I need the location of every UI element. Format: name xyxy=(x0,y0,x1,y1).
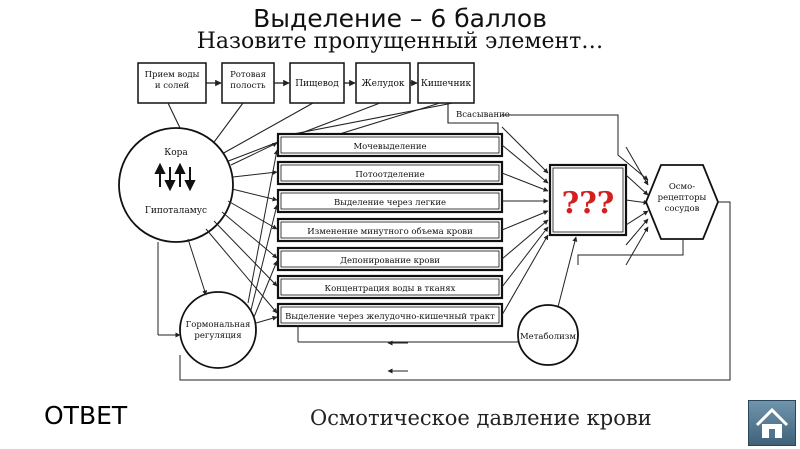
slide-title: Выделение – 6 баллов xyxy=(253,4,547,33)
answer-text: Осмотическое давление крови xyxy=(310,406,652,430)
unknown-element-box xyxy=(548,163,628,237)
top-box-esophagus xyxy=(289,62,345,104)
metabolism-label: Метаболизм xyxy=(520,331,576,342)
osmoreceptors-hexagon xyxy=(645,164,719,240)
top-box-intake xyxy=(137,62,207,104)
top-box-intestine xyxy=(417,62,475,104)
process-minute-volume: Изменение минутного объема крови xyxy=(307,226,473,237)
home-icon xyxy=(755,407,789,438)
process-urination: Мочевыделение xyxy=(353,142,426,152)
brain-arrows-icon xyxy=(154,162,196,192)
brain-circle xyxy=(118,127,234,243)
top-box-stomach-label: Желудок xyxy=(361,79,404,89)
home-button[interactable] xyxy=(748,400,796,446)
unknown-element-label: ??? xyxy=(562,186,615,221)
hormonal-circle xyxy=(179,291,257,369)
top-box-esophagus-label: Пищевод xyxy=(295,79,339,89)
top-box-mouth xyxy=(221,62,275,104)
process-tissue-water: Концентрация воды в тканях xyxy=(325,284,456,294)
process-sweating: Потоотделение xyxy=(355,170,424,180)
brain-cortex-label: Кора xyxy=(164,148,188,158)
top-box-intestine-label: Кишечник xyxy=(421,79,472,89)
brain-hypothalamus-label: Гипоталамус xyxy=(145,206,207,216)
process-list: Мочевыделение Потоотделение Выделение че… xyxy=(276,132,504,328)
process-lungs: Выделение через легкие xyxy=(334,198,446,208)
process-gi-excretion: Выделение через желудочно-кишечный тракт xyxy=(285,312,495,322)
slide-subtitle: Назовите пропущенный элемент… xyxy=(196,29,604,54)
answer-label: ОТВЕТ xyxy=(44,401,128,430)
process-blood-depot: Депонирование крови xyxy=(340,256,440,266)
absorption-label: Всасывание xyxy=(456,110,510,120)
